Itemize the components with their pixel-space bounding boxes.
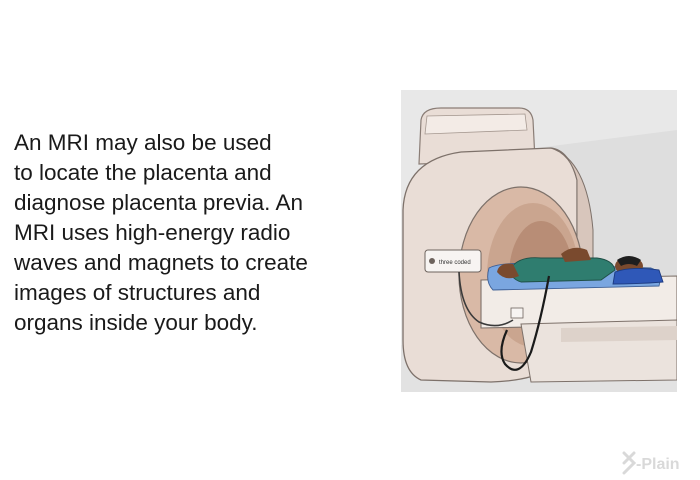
patient-arm — [561, 247, 591, 262]
logo-text: -Plain — [636, 456, 680, 473]
text-line: waves and magnets to create — [14, 250, 308, 275]
control-panel-label: three coded — [439, 260, 471, 266]
patient-pillow — [612, 267, 664, 285]
text-line: diagnose placenta previa. An — [14, 190, 303, 215]
text-line: organs inside your body. — [14, 310, 258, 335]
xplain-logo-mark: -Plain — [622, 451, 680, 475]
text-line: to locate the placenta and — [14, 160, 272, 185]
patient-hair — [617, 256, 641, 266]
cable-left — [458, 271, 514, 327]
text-line: MRI uses high-energy radio — [14, 220, 291, 245]
table-rail — [561, 326, 677, 342]
cable-coil — [500, 275, 551, 371]
scanner-top-panel — [424, 113, 528, 135]
xplain-logo: -Plain — [622, 447, 700, 479]
text-line: An MRI may also be used — [14, 130, 272, 155]
control-panel-knob — [429, 258, 435, 264]
mri-illustration: three coded — [401, 90, 677, 392]
logo-x-icon — [622, 451, 637, 475]
body-text: An MRI may also be used to locate the pl… — [14, 128, 394, 338]
control-panel — [424, 249, 482, 273]
patient-gown — [510, 257, 616, 283]
mri-scanner-image: three coded — [401, 90, 677, 392]
cable-connector — [510, 307, 524, 319]
patient-legs — [497, 263, 519, 279]
text-line: images of structures and — [14, 280, 261, 305]
